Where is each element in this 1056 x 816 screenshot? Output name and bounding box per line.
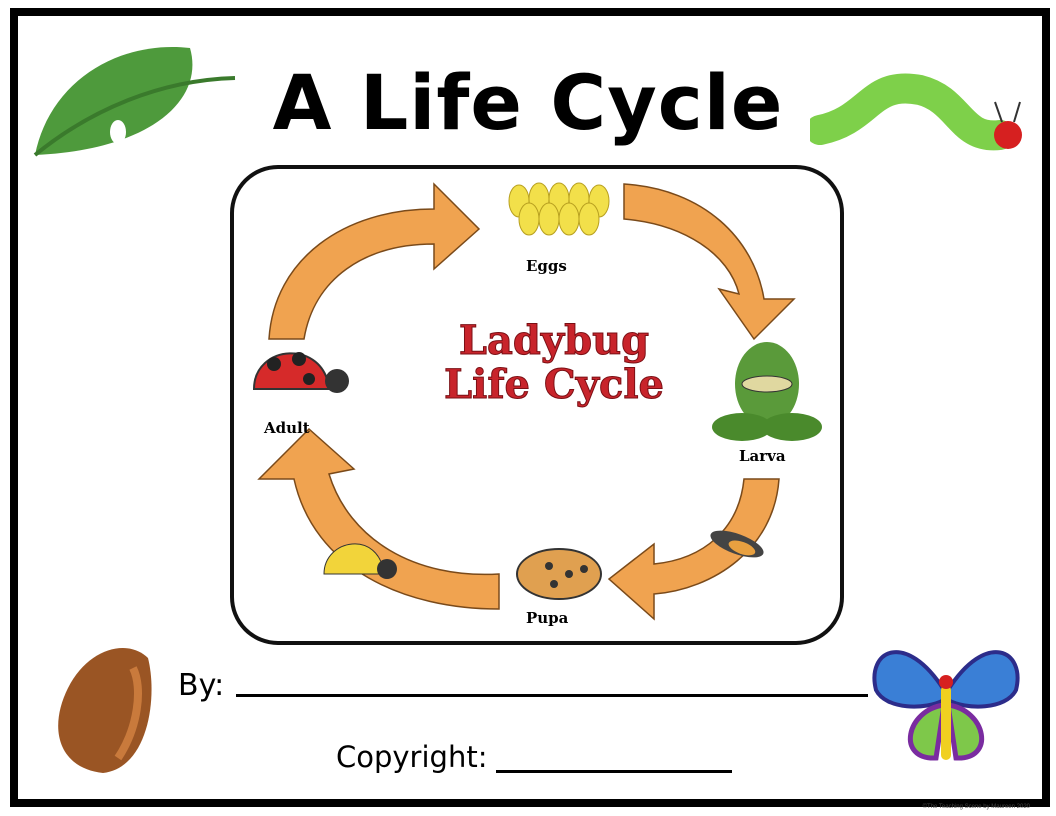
credit-text: ©The Teaching Scene by Maureen 2020: [922, 804, 1030, 810]
copyright-line[interactable]: [496, 770, 732, 773]
adult-ladybug-icon: [252, 352, 349, 393]
stage-label-eggs: Eggs: [526, 257, 567, 275]
page-border: [10, 8, 1050, 807]
stage-label-adult: Adult: [264, 419, 310, 437]
copyright-label: Copyright:: [336, 740, 488, 774]
stage-label-pupa: Pupa: [526, 609, 569, 627]
life-cycle-diagram: Eggs Larva Pupa Adult Ladybug Life Cycle: [230, 165, 844, 645]
butterfly-icon: [872, 650, 1020, 761]
diagram-title-line1: Ladybug: [458, 317, 650, 364]
eggs-icon: [508, 182, 610, 236]
diagram-title-line2: Life Cycle: [444, 361, 665, 408]
larva-small-icon: [710, 530, 764, 558]
pupa-icon: [516, 548, 602, 600]
stage-label-larva: Larva: [739, 447, 786, 465]
by-label: By:: [178, 668, 225, 703]
author-name-line[interactable]: [236, 694, 868, 697]
yellow-ladybug-icon: [323, 543, 397, 579]
diagram-title: Ladybug Life Cycle: [414, 317, 694, 408]
cycle-arrows: [257, 182, 796, 621]
larva-icon: [712, 342, 822, 441]
caterpillar-icon: [810, 73, 1022, 151]
leaf-icon: [33, 46, 236, 157]
page-title: A Life Cycle: [272, 58, 784, 147]
seed-icon: [58, 648, 152, 773]
